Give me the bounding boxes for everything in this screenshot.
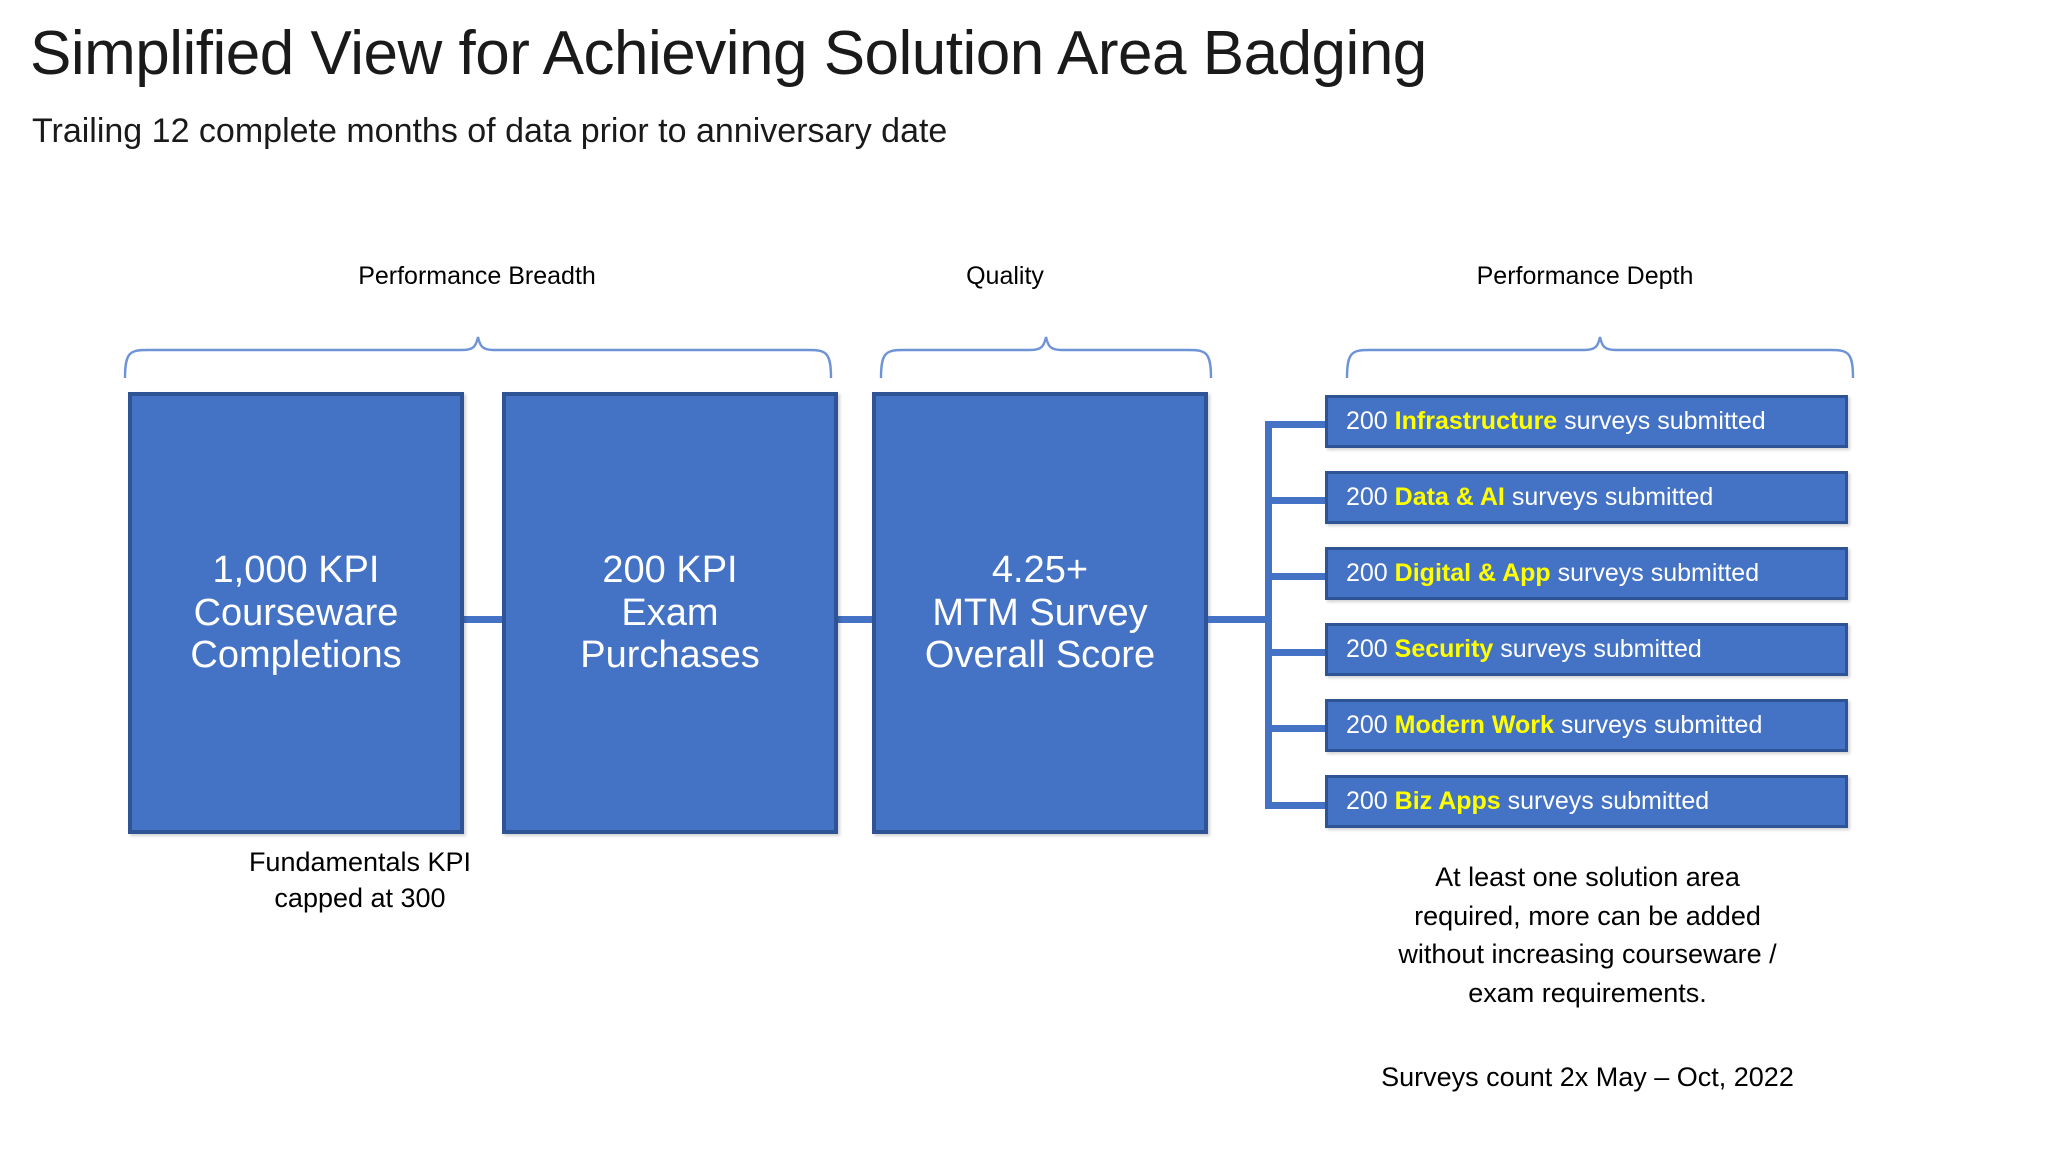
solution-area-bar-infrastructure[interactable]: 200 Infrastructure surveys submitted bbox=[1325, 395, 1848, 448]
connector-box2-box3 bbox=[828, 616, 874, 623]
page-subtitle: Trailing 12 complete months of data prio… bbox=[32, 112, 948, 150]
solution-area-suffix: surveys submitted bbox=[1564, 407, 1766, 435]
footnote-solution-area-requirements: At least one solution area required, mor… bbox=[1320, 858, 1855, 1012]
solution-area-name: Biz Apps bbox=[1394, 787, 1501, 815]
solution-area-name: Digital & App bbox=[1394, 559, 1551, 587]
footnote-line: exam requirements. bbox=[1468, 977, 1707, 1008]
kpi-line: 4.25+ bbox=[991, 549, 1089, 592]
solution-area-bar-security[interactable]: 200 Security surveys submitted bbox=[1325, 623, 1848, 676]
kpi-line: 1,000 KPI bbox=[212, 549, 380, 592]
bracket-quality bbox=[878, 336, 1214, 378]
solution-area-suffix: surveys submitted bbox=[1557, 559, 1760, 587]
solution-area-count: 200 bbox=[1346, 483, 1388, 511]
kpi-line: Purchases bbox=[580, 634, 760, 677]
kpi-box-text: 200 KPI Exam Purchases bbox=[506, 549, 834, 677]
footnote-line: At least one solution area bbox=[1435, 862, 1740, 892]
solution-area-bar-biz-apps[interactable]: 200 Biz Apps surveys submitted bbox=[1325, 775, 1848, 828]
connector-trunk-vertical bbox=[1265, 421, 1272, 809]
kpi-box-text: 1,000 KPI Courseware Completions bbox=[132, 549, 460, 677]
solution-area-name: Modern Work bbox=[1394, 711, 1554, 739]
solution-area-count: 200 bbox=[1346, 407, 1388, 435]
bracket-performance-breadth bbox=[122, 336, 834, 378]
connector-box1-box2 bbox=[460, 616, 508, 623]
solution-area-count: 200 bbox=[1346, 559, 1388, 587]
connector-trunk-stem bbox=[1208, 616, 1272, 623]
connector-branch-3 bbox=[1265, 573, 1327, 580]
kpi-line: MTM Survey bbox=[932, 591, 1148, 634]
solution-area-count: 200 bbox=[1346, 635, 1388, 663]
group-label-quality: Quality bbox=[966, 262, 1044, 290]
footnote-line: capped at 300 bbox=[274, 882, 446, 913]
group-label-performance-breadth: Performance Breadth bbox=[358, 262, 596, 290]
connector-branch-4 bbox=[1265, 649, 1327, 656]
kpi-box-mtm-survey-score[interactable]: 4.25+ MTM Survey Overall Score bbox=[872, 392, 1208, 834]
solution-area-suffix: surveys submitted bbox=[1560, 711, 1763, 739]
footnote-line: without increasing courseware / bbox=[1398, 939, 1777, 970]
solution-area-suffix: surveys submitted bbox=[1511, 483, 1714, 511]
footnote-line: Fundamentals KPI bbox=[248, 847, 472, 877]
group-label-performance-depth: Performance Depth bbox=[1476, 262, 1694, 290]
solution-area-bar-modern-work[interactable]: 200 Modern Work surveys submitted bbox=[1325, 699, 1848, 752]
solution-area-count: 200 bbox=[1346, 787, 1388, 815]
connector-branch-2 bbox=[1265, 497, 1327, 504]
kpi-line: Exam bbox=[621, 591, 719, 634]
solution-area-bar-digital-and-app[interactable]: 200 Digital & App surveys submitted bbox=[1325, 547, 1848, 600]
kpi-line: Courseware bbox=[193, 591, 399, 634]
solution-area-suffix: surveys submitted bbox=[1507, 787, 1710, 815]
connector-branch-5 bbox=[1265, 725, 1327, 732]
connector-branch-6 bbox=[1265, 802, 1327, 809]
solution-area-name: Security bbox=[1394, 635, 1494, 663]
solution-area-name: Data & AI bbox=[1394, 483, 1505, 511]
page-title: Simplified View for Achieving Solution A… bbox=[30, 19, 1427, 88]
solution-area-name: Infrastructure bbox=[1394, 407, 1558, 435]
bracket-performance-depth bbox=[1344, 336, 1856, 378]
connector-branch-1 bbox=[1265, 421, 1327, 428]
footnote-fundamentals-kpi: Fundamentals KPI capped at 300 bbox=[130, 845, 590, 917]
solution-area-bar-data-and-ai[interactable]: 200 Data & AI surveys submitted bbox=[1325, 471, 1848, 524]
footnote-line: required, more can be added bbox=[1414, 900, 1761, 931]
kpi-box-text: 4.25+ MTM Survey Overall Score bbox=[876, 549, 1204, 677]
kpi-box-courseware-completions[interactable]: 1,000 KPI Courseware Completions bbox=[128, 392, 464, 834]
footnote-surveys-count-2x: Surveys count 2x May – Oct, 2022 bbox=[1381, 1062, 1794, 1092]
kpi-line: 200 KPI bbox=[602, 549, 738, 592]
kpi-line: Overall Score bbox=[924, 634, 1156, 677]
kpi-line: Completions bbox=[190, 634, 402, 677]
solution-area-count: 200 bbox=[1346, 711, 1388, 739]
solution-area-suffix: surveys submitted bbox=[1500, 635, 1702, 663]
kpi-box-exam-purchases[interactable]: 200 KPI Exam Purchases bbox=[502, 392, 838, 834]
